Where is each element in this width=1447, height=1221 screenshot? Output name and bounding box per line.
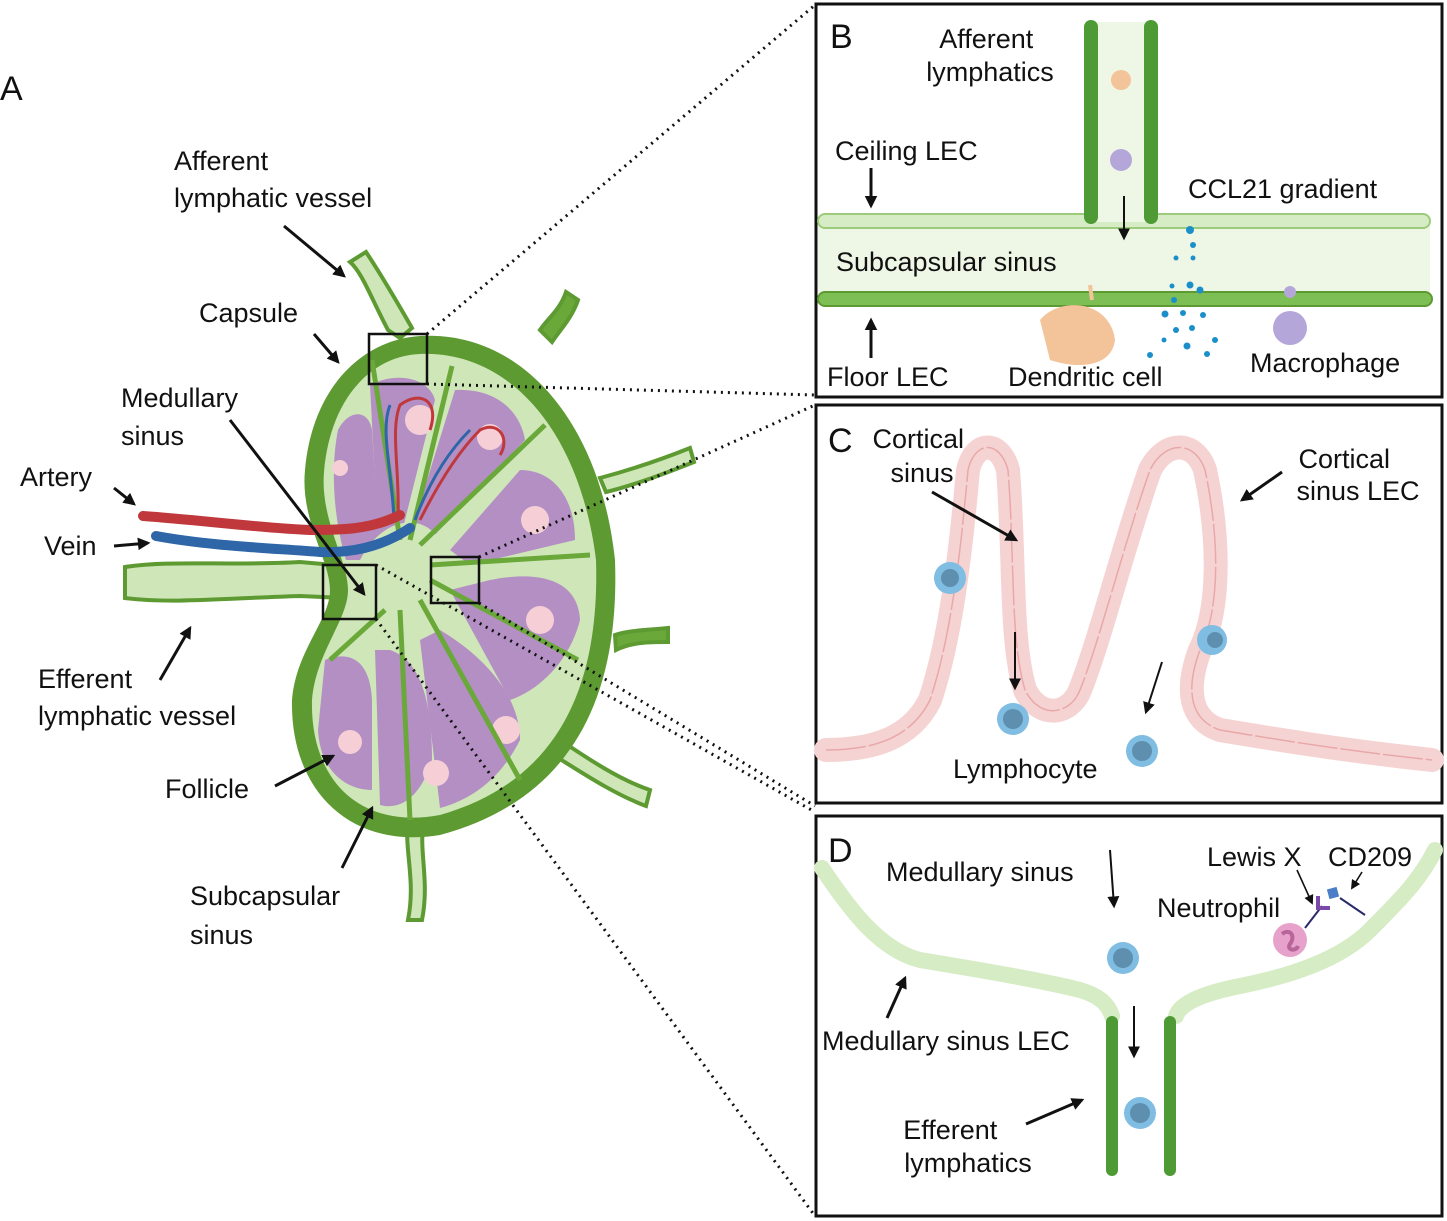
- afferent-lymphatic-tube: [1084, 20, 1158, 224]
- arrow-cd209: [1350, 871, 1363, 890]
- label-medullary-sinus-lec: Medullary sinus LEC: [822, 1026, 1070, 1056]
- medullary-sinus-lec-left: [814, 860, 1120, 1024]
- panel-letter-d: D: [828, 832, 853, 870]
- arrow-efferent: [158, 625, 192, 681]
- label-subcapsular-sinus-b: Subcapsular sinus: [836, 247, 1057, 277]
- arrow-lewis-x: [1296, 869, 1314, 905]
- label-afferent-lymphatic-vessel: Afferent lymphatic vessel: [174, 146, 372, 213]
- efferent-lymphatic-vessel: [123, 559, 347, 603]
- afferent-vessels: [346, 249, 697, 922]
- label-macrophage: Macrophage: [1250, 348, 1400, 378]
- label-follicle: Follicle: [165, 774, 249, 804]
- panel-d-frame: [814, 814, 1444, 1218]
- label-lewis-x: Lewis X: [1207, 842, 1302, 872]
- panel-b: B: [814, 2, 1444, 399]
- efferent-wall-left: [1106, 1016, 1118, 1176]
- arrow-lymphocyte-right: [1143, 661, 1163, 715]
- follicle-vasculature: [384, 396, 506, 521]
- label-floor-lec: Floor LEC: [827, 362, 949, 392]
- panel-c: C Cortical sinus Cortical sinus LEC Lymp…: [814, 403, 1444, 805]
- efferent-wall-right: [1164, 1016, 1176, 1176]
- trabeculae: [328, 359, 591, 821]
- label-vein: Vein: [44, 531, 97, 561]
- label-ceiling-lec: Ceiling LEC: [835, 136, 978, 166]
- artery: [138, 510, 405, 536]
- medullary-sinus-lec-right: [1168, 842, 1443, 1024]
- arrow-efferent-lymphatics: [1025, 1098, 1085, 1126]
- germinal-centers: [332, 405, 554, 786]
- afferent-vessel-right: [597, 445, 697, 495]
- label-cortical-sinus-lec: Cortical sinus LEC: [1296, 444, 1419, 506]
- arrow-afferent: [283, 224, 346, 278]
- macrophage-in-vessel: [1110, 149, 1132, 171]
- label-medullary-sinus: Medullary sinus: [121, 383, 246, 451]
- afferent-vessel-mid-right: [612, 625, 670, 654]
- inset-box-b: [367, 332, 429, 386]
- label-dendritic-cell: Dendritic cell: [1008, 362, 1163, 392]
- zoom-connectors: [374, 3, 817, 1217]
- panel-letter-a: A: [0, 70, 23, 108]
- vein: [151, 523, 415, 558]
- arrow-medullary-sinus-lec: [885, 975, 907, 1019]
- label-capsule: Capsule: [199, 298, 298, 328]
- label-artery: Artery: [20, 462, 93, 492]
- afferent-vessel-upper-right: [537, 288, 581, 346]
- inset-box-d: [321, 563, 378, 621]
- label-afferent-lymphatics: Afferent lymphatics: [926, 24, 1054, 87]
- arrow-capsule: [312, 333, 340, 364]
- arrow-cortical-sinus: [931, 490, 1019, 542]
- lymphocytes: [997, 703, 1158, 767]
- panel-letter-b: B: [830, 18, 853, 56]
- arrow-cortical-sinus-lec: [1239, 470, 1283, 502]
- label-medullary-sinus-d: Medullary sinus: [886, 857, 1074, 887]
- arrow-flow-d-top: [1107, 849, 1120, 909]
- panel-letter-c: C: [828, 422, 853, 460]
- arrow-artery: [113, 486, 136, 506]
- macrophage: [1273, 286, 1307, 345]
- arrow-subcapsular: [340, 805, 374, 869]
- transmigrating-lymphocytes: [934, 562, 1227, 655]
- ccl21-dots: [1147, 226, 1218, 358]
- afferent-vessel-lower-right: [549, 737, 653, 809]
- label-subcapsular-sinus: Subcapsular sinus: [190, 881, 348, 950]
- floor-lec-layer: [817, 291, 1433, 307]
- label-efferent-lymphatics: Efferent lymphatics: [903, 1115, 1032, 1178]
- label-efferent-lymphatic-vessel: Efferent lymphatic vessel: [38, 664, 236, 731]
- cortical-sinus-lec-cells: [825, 446, 1433, 761]
- label-lymphocyte: Lymphocyte: [953, 754, 1098, 784]
- label-ccl21-gradient: CCL21 gradient: [1188, 174, 1378, 204]
- lewis-x-glyph: [1316, 896, 1330, 910]
- label-cortical-sinus: Cortical sinus: [872, 424, 971, 488]
- afferent-vessel-bottom: [405, 818, 427, 922]
- arrow-follicle: [274, 754, 336, 788]
- label-neutrophil: Neutrophil: [1157, 893, 1280, 923]
- panel-d: D Medullary sinus Lewis X CD209 Neutroph…: [814, 814, 1444, 1218]
- panel-a: A: [0, 3, 817, 1217]
- inset-box-c: [429, 555, 481, 605]
- cd209-tether: [1339, 897, 1366, 916]
- neutrophil: [1273, 923, 1307, 957]
- dendritic-cell: [1040, 284, 1115, 366]
- label-cd209: CD209: [1328, 842, 1412, 872]
- arrow-vein: [113, 537, 151, 551]
- afferent-vessel-top: [346, 249, 415, 341]
- dendritic-cell-in-vessel: [1111, 70, 1131, 90]
- lymph-node-body: [291, 335, 616, 838]
- cd209-glyph: [1326, 886, 1340, 900]
- arrow-medullary-sinus: [228, 419, 366, 596]
